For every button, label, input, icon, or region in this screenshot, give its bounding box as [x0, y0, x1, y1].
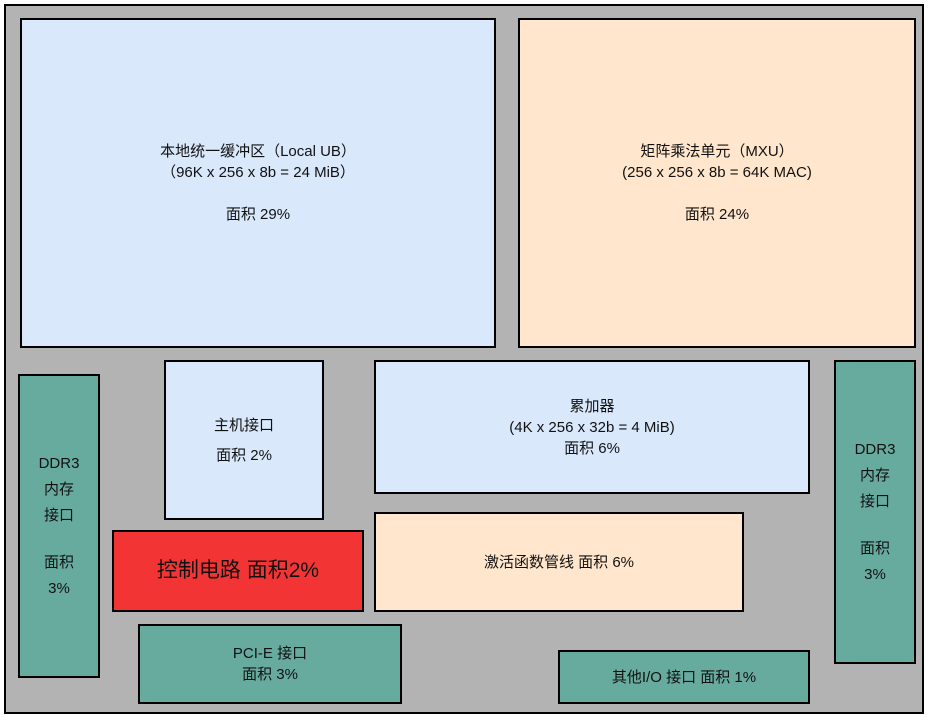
ddr3-left-line2: 内存 — [43, 480, 74, 498]
ddr3-left-line3: 接口 — [43, 506, 74, 524]
mxu-title: 矩阵乘法单元（MXU） — [640, 143, 794, 160]
mxu-detail: (256 x 256 x 8b = 64K MAC) — [622, 164, 812, 181]
local-ub-detail: （96K x 256 x 8b = 24 MiB） — [161, 164, 355, 181]
ddr3-right-area-value: 3% — [864, 565, 886, 583]
pcie-title: PCI-E 接口 — [232, 645, 308, 662]
ddr3-interface-right-block: DDR3 内存 接口 面积 3% — [834, 360, 916, 664]
ddr3-right-line3: 接口 — [859, 492, 890, 510]
local-ub-title: 本地统一缓冲区（Local UB） — [160, 143, 356, 160]
ddr3-left-area-label: 面积 — [43, 553, 74, 571]
accumulators-detail: (4K x 256 x 32b = 4 MiB) — [509, 418, 675, 436]
local-unified-buffer-block: 本地统一缓冲区（Local UB） （96K x 256 x 8b = 24 M… — [20, 18, 496, 348]
activation-pipeline-label: 激活函数管线 面积 6% — [483, 553, 634, 571]
activation-pipeline-block: 激活函数管线 面积 6% — [374, 512, 744, 612]
ddr3-interface-left-block: DDR3 内存 接口 面积 3% — [18, 374, 100, 678]
die-floorplan: 本地统一缓冲区（Local UB） （96K x 256 x 8b = 24 M… — [4, 4, 924, 714]
accumulators-title: 累加器 — [569, 397, 615, 415]
mxu-area: 面积 24% — [684, 206, 750, 223]
pcie-area: 面积 3% — [242, 666, 298, 683]
host-interface-title: 主机接口 — [213, 416, 274, 434]
ddr3-right-line2: 内存 — [859, 466, 890, 484]
control-circuit-label: 控制电路 面积2% — [156, 559, 320, 582]
misc-io-interface-block: 其他I/O 接口 面积 1% — [558, 650, 810, 704]
control-circuit-block: 控制电路 面积2% — [112, 530, 364, 612]
pcie-interface-block: PCI-E 接口 面积 3% — [138, 624, 402, 704]
matrix-multiply-unit-block: 矩阵乘法单元（MXU） (256 x 256 x 8b = 64K MAC) 面… — [518, 18, 916, 348]
accumulators-block: 累加器 (4K x 256 x 32b = 4 MiB) 面积 6% — [374, 360, 810, 494]
accumulators-area: 面积 6% — [564, 439, 620, 457]
host-interface-block: 主机接口 面积 2% — [164, 360, 324, 520]
ddr3-right-area-label: 面积 — [859, 539, 890, 557]
ddr3-right-line1: DDR3 — [854, 440, 896, 458]
local-ub-area: 面积 29% — [225, 206, 291, 223]
ddr3-left-line1: DDR3 — [38, 454, 80, 472]
ddr3-left-area-value: 3% — [48, 579, 70, 597]
host-interface-area: 面积 2% — [216, 446, 272, 464]
misc-io-label: 其他I/O 接口 面积 1% — [611, 668, 757, 686]
